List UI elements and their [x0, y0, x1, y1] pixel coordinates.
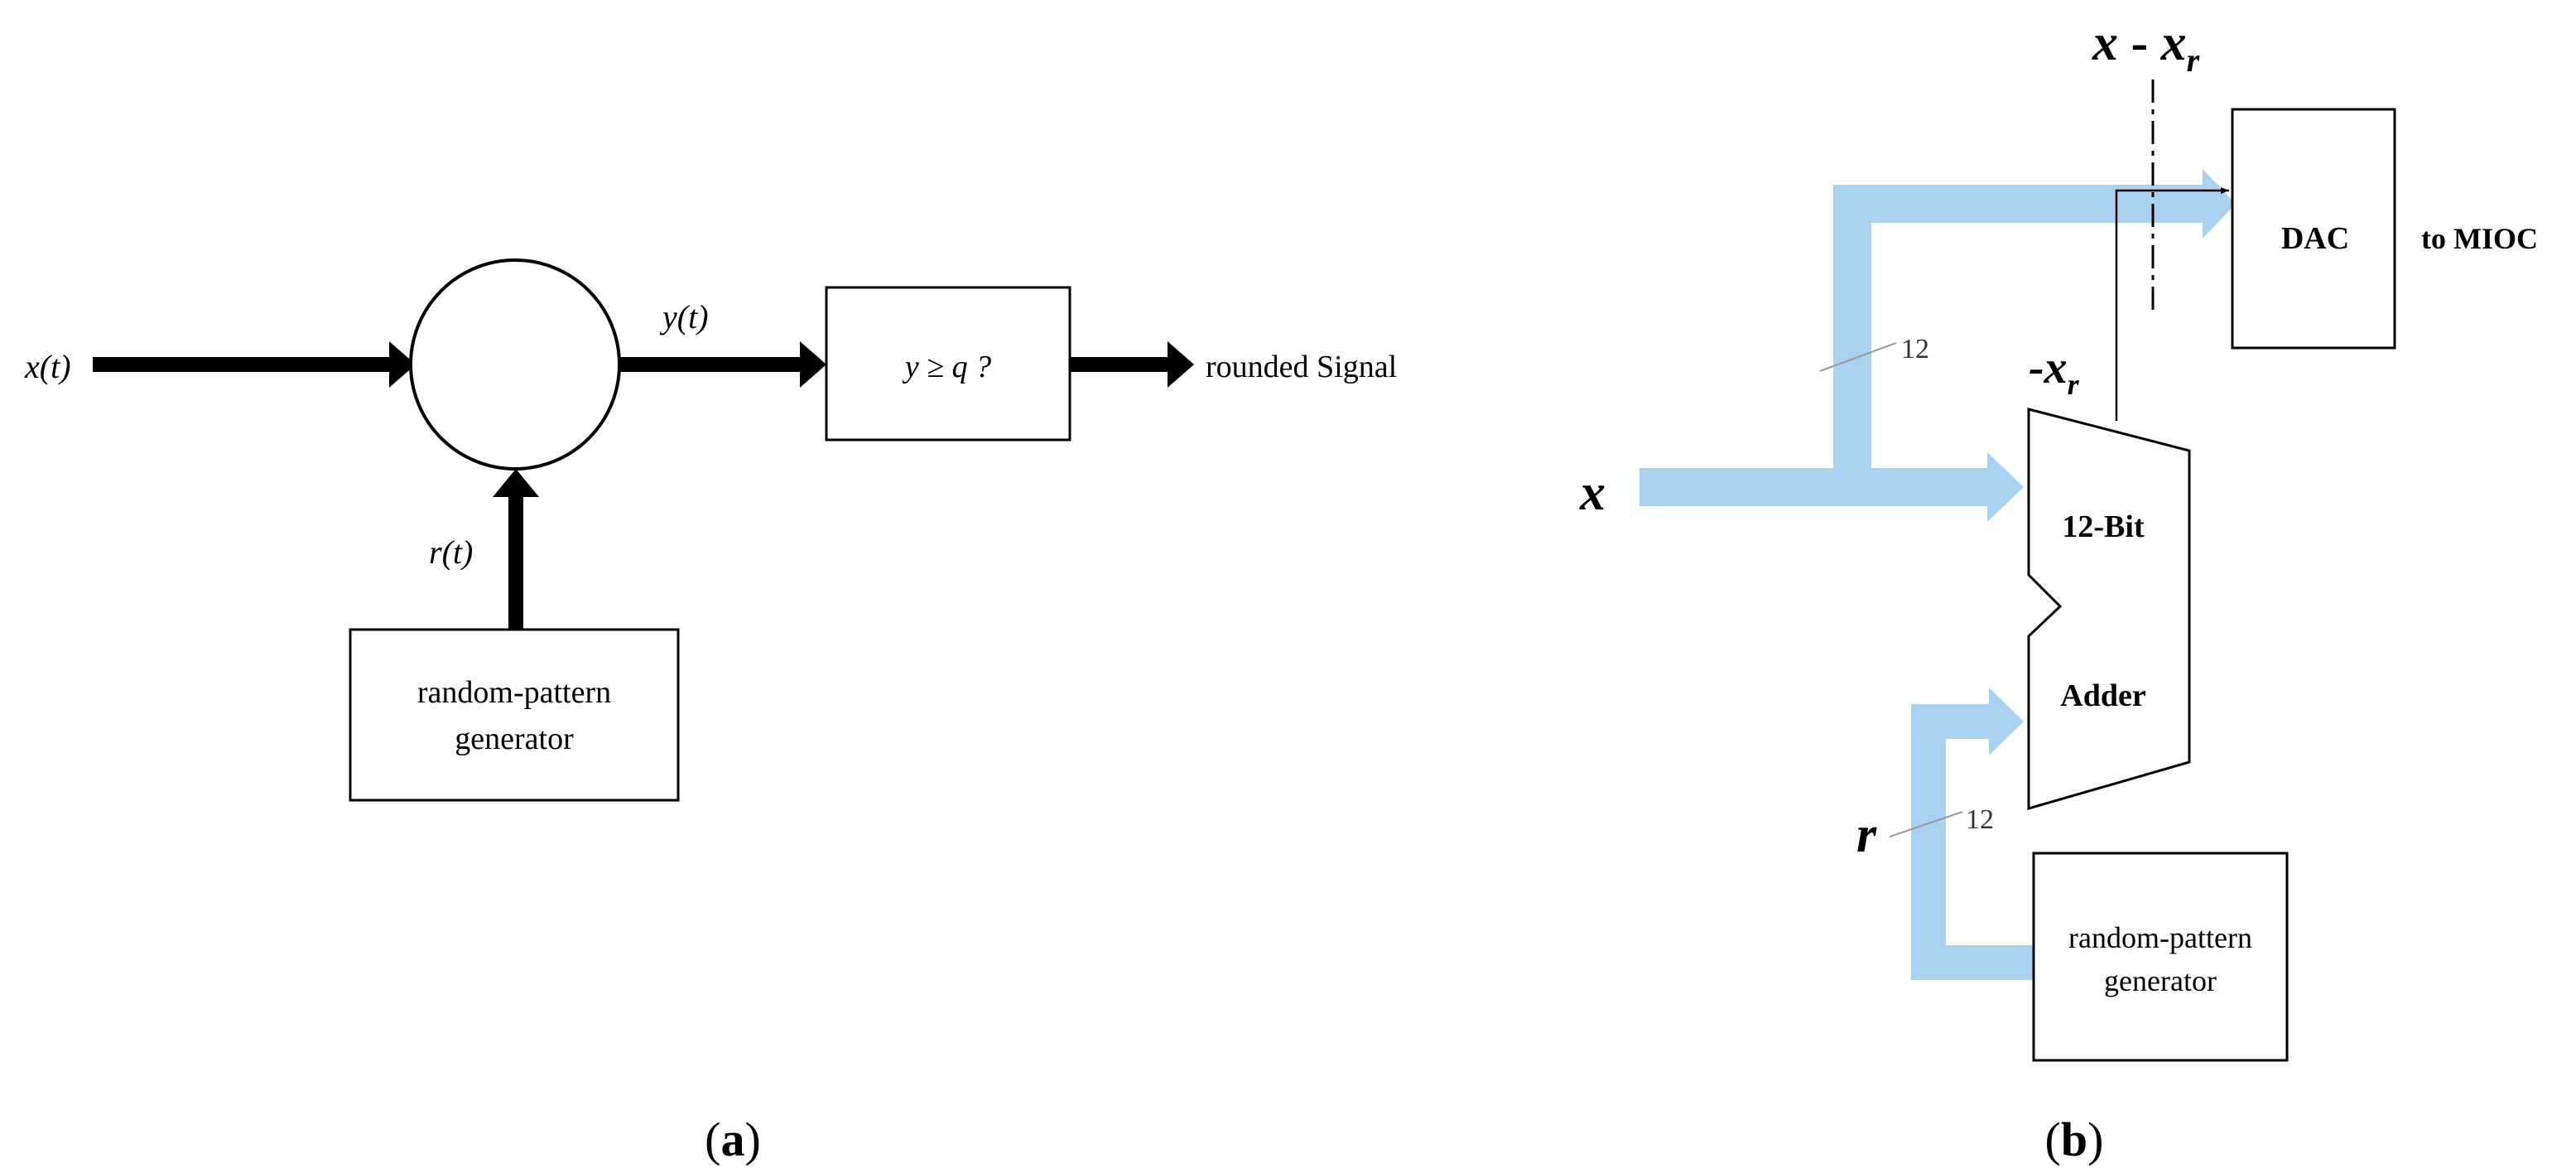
negation-label-sub: r — [2068, 368, 2080, 401]
cut-label-xr: x — [2160, 15, 2187, 71]
caption-b-close: ) — [2087, 1112, 2103, 1166]
generator-box — [349, 628, 680, 802]
generator-label-line2: generator — [2104, 964, 2217, 997]
random-input-label: r — [1856, 807, 1877, 863]
generator-label-line1: random-pattern — [417, 675, 611, 710]
cut-label-x: x — [2092, 15, 2118, 71]
bus-width-top: 12 — [1901, 334, 1929, 364]
bus-width-bottom: 12 — [1966, 804, 1994, 835]
comparator-label: y ≥ q ? — [902, 350, 991, 384]
panel-a: x(t) y(t) y ≥ q ? rounded Signal r(t) ra… — [24, 258, 1397, 1166]
sum-output-label: y(t) — [659, 298, 709, 335]
cut-label-xr-sub: r — [2187, 41, 2200, 79]
negation-label-main: -x — [2029, 342, 2068, 393]
caption-b-open: ( — [2045, 1112, 2061, 1166]
adder-label-line1: 12-Bit — [2062, 509, 2145, 544]
caption-b-letter: b — [2061, 1112, 2087, 1166]
summing-junction — [409, 258, 621, 471]
dac-label: DAC — [2281, 221, 2349, 256]
input-label: x(t) — [24, 348, 71, 385]
caption-a-close: ) — [745, 1112, 761, 1166]
dac-box — [2231, 108, 2396, 350]
generator-box — [2032, 852, 2289, 1062]
random-arrow — [493, 469, 539, 630]
bus-width-tick-bottom — [1889, 811, 1963, 837]
caption-a-open: ( — [705, 1112, 720, 1166]
cut-label: x - xr — [2092, 15, 2200, 79]
input-label: x — [1579, 465, 1606, 521]
output-label: rounded Signal — [1206, 350, 1397, 384]
input-arrow — [93, 341, 416, 388]
random-bus — [1911, 688, 2035, 980]
sum-output-arrow — [618, 341, 826, 388]
adder-label-line2: Adder — [2060, 678, 2146, 713]
random-label: r(t) — [429, 533, 473, 571]
generator-label-line2: generator — [455, 722, 574, 756]
cut-label-minus: - — [2118, 15, 2161, 71]
adder-block — [2027, 408, 2191, 810]
negation-label: -xr — [2029, 342, 2080, 401]
generator-label-line1: random-pattern — [2068, 921, 2252, 954]
caption-b: (b) — [2045, 1112, 2104, 1166]
negation-line — [2115, 187, 2229, 421]
caption-a: (a) — [705, 1112, 761, 1166]
output-arrow — [1070, 341, 1194, 388]
bus-width-tick-top — [1819, 342, 1897, 372]
panel-b: 12 12 x 12-Bit Adder -xr x - xr DAC to M… — [1579, 15, 2538, 1166]
caption-a-letter: a — [721, 1112, 745, 1166]
dac-output-label: to MIOC — [2421, 222, 2538, 255]
